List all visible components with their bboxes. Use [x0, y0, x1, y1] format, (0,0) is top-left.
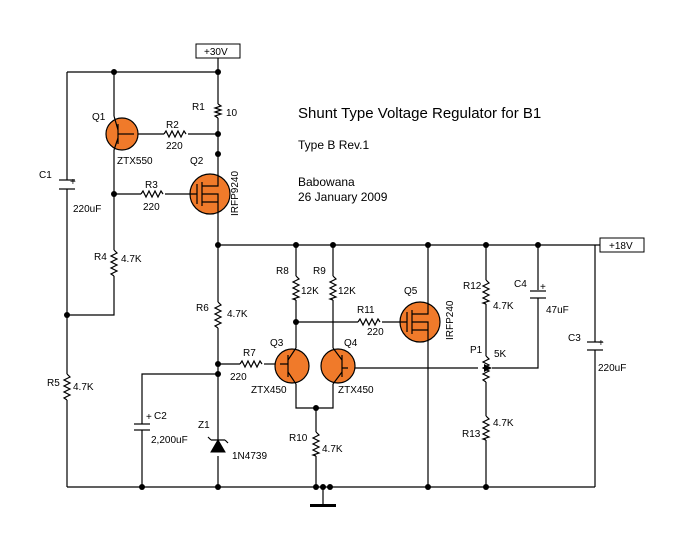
- q1-part: ZTX550: [117, 156, 153, 167]
- r4-value: 4.7K: [121, 254, 142, 265]
- p1-value: 5K: [494, 349, 507, 360]
- resistor-r13-symbol: [481, 415, 491, 441]
- transistor-q4-symbol: [320, 347, 356, 385]
- r6-ref: R6: [196, 303, 209, 314]
- transistor-q3-symbol: [274, 347, 310, 385]
- r13-value: 4.7K: [493, 418, 514, 429]
- r3-ref: R3: [145, 180, 158, 191]
- r3-value: 220: [143, 202, 160, 213]
- r7-ref: R7: [243, 348, 256, 359]
- q4-part: ZTX450: [338, 385, 374, 396]
- resistor-r7-symbol: [239, 359, 263, 369]
- resistor-r9-symbol: [328, 275, 338, 301]
- q1-ref: Q1: [92, 112, 106, 123]
- q5-ref: Q5: [404, 286, 418, 297]
- c4-ref: C4: [514, 279, 527, 290]
- resistor-r8-symbol: [291, 275, 301, 301]
- revision: Type B Rev.1: [298, 138, 369, 152]
- r9-ref: R9: [313, 266, 326, 277]
- pot-wiper-arrow: [484, 364, 492, 372]
- c3-plus: +: [598, 338, 604, 349]
- resistor-r4-symbol: [109, 249, 119, 277]
- q3-ref: Q3: [270, 338, 284, 349]
- r9-value: 12K: [338, 286, 356, 297]
- resistor-r3-symbol: [140, 189, 164, 199]
- capacitor-c3-symbol: [587, 341, 603, 351]
- rail-input-box: [195, 43, 241, 59]
- capacitor-c4-symbol: [530, 290, 546, 305]
- rail-output-label: +18V: [609, 241, 633, 252]
- c2-ref: C2: [154, 411, 167, 422]
- resistor-r5-symbol: [62, 373, 72, 401]
- r6-value: 4.7K: [227, 309, 248, 320]
- z1-part: 1N4739: [232, 451, 267, 462]
- q3-part: ZTX450: [251, 385, 287, 396]
- rail-output-box: [599, 237, 645, 253]
- capacitor-c1-symbol: [59, 178, 75, 194]
- r10-value: 4.7K: [322, 444, 343, 455]
- z1-ref: Z1: [198, 420, 210, 431]
- r11-value: 220: [367, 327, 384, 338]
- r13-ref: R13: [462, 429, 481, 440]
- r2-value: 220: [166, 141, 183, 152]
- p1-ref: P1: [470, 345, 483, 356]
- c3-value: 220uF: [598, 363, 626, 374]
- resistor-r12-symbol: [481, 279, 491, 305]
- zener-z1-symbol: [207, 436, 229, 453]
- c4-plus: +: [540, 282, 546, 293]
- capacitor-c2-symbol: [134, 423, 150, 431]
- q4-ref: Q4: [344, 338, 358, 349]
- resistor-r1-symbol: [213, 103, 223, 119]
- c3-ref: C3: [568, 333, 581, 344]
- resistor-r6-symbol: [213, 301, 223, 329]
- author: Babowana: [298, 175, 355, 189]
- c2-plus: +: [146, 412, 152, 423]
- junction-dots: [64, 69, 541, 490]
- r5-ref: R5: [47, 378, 60, 389]
- rail-input-label: +30V: [204, 47, 228, 58]
- r12-value: 4.7K: [493, 301, 514, 312]
- r2-ref: R2: [166, 120, 179, 131]
- date: 26 January 2009: [298, 190, 388, 204]
- r1-ref: R1: [192, 102, 205, 113]
- q2-part: IRFP9240: [230, 171, 241, 216]
- r10-ref: R10: [289, 433, 308, 444]
- r12-ref: R12: [463, 281, 482, 292]
- ground-symbol: [310, 504, 336, 507]
- c4-value: 47uF: [546, 305, 569, 316]
- q2-ref: Q2: [190, 156, 204, 167]
- c1-plus: +: [70, 177, 76, 188]
- r11-ref: R11: [357, 305, 375, 316]
- page-title: Shunt Type Voltage Regulator for B1: [298, 105, 541, 122]
- resistor-r2-symbol: [163, 129, 187, 139]
- transistor-q5-symbol: [399, 301, 441, 343]
- r4-ref: R4: [94, 252, 107, 263]
- r7-value: 220: [230, 372, 247, 383]
- r5-value: 4.7K: [73, 382, 94, 393]
- c1-ref: C1: [39, 170, 52, 181]
- r8-ref: R8: [276, 266, 289, 277]
- c2-value: 2,200uF: [151, 435, 188, 446]
- r8-value: 12K: [301, 286, 319, 297]
- r1-value: 10: [226, 108, 238, 119]
- c1-value: 220uF: [73, 204, 101, 215]
- transistor-q2-symbol: [189, 173, 231, 215]
- resistor-r11-symbol: [357, 317, 381, 327]
- resistor-r10-symbol: [311, 431, 321, 457]
- q5-part: IRFP240: [445, 300, 456, 340]
- transistor-q1-symbol: [105, 115, 139, 151]
